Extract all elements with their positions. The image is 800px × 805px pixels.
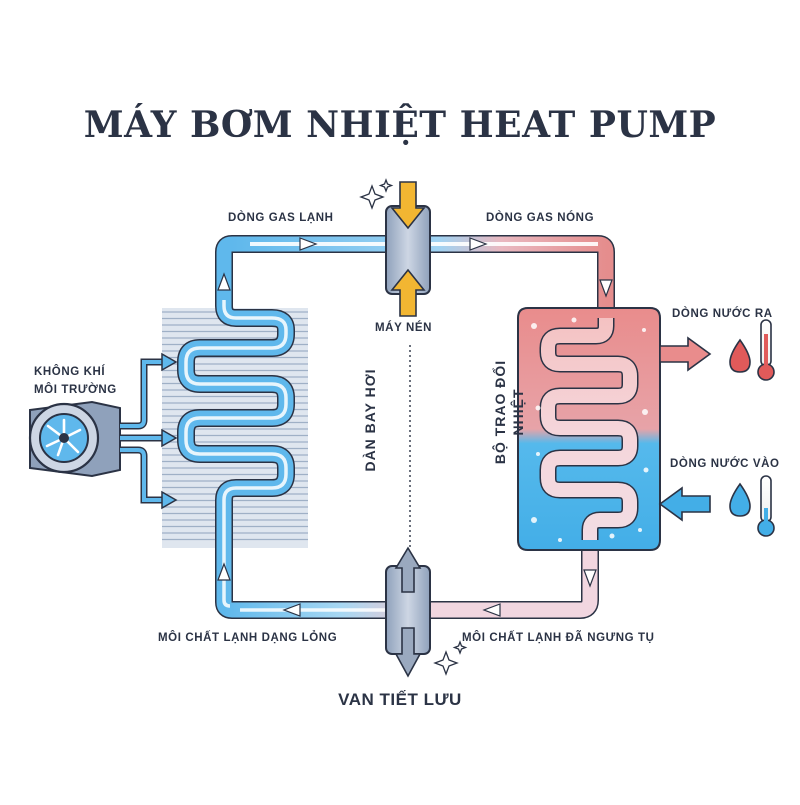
expansion-valve-label: VAN TIẾT LƯU	[338, 690, 462, 709]
compressor-label: MÁY NÉN	[375, 322, 433, 334]
heat-exchanger	[517, 307, 712, 551]
flow-arrows	[217, 237, 613, 617]
water-out-label: DÒNG NƯỚC RA	[672, 308, 773, 320]
refrigerant-loop	[177, 235, 615, 619]
heat-exchanger-label-line1: BỘ TRAO ĐỔI	[492, 359, 508, 465]
page-title: MÁY BƠM NHIỆT HEAT PUMP	[83, 104, 717, 146]
expansion-valve	[385, 546, 431, 678]
condensed-refrigerant-label: MÔI CHẤT LẠNH ĐÃ NGƯNG TỤ	[462, 632, 655, 644]
cold-gas-label: DÒNG GAS LẠNH	[228, 212, 334, 224]
water-drop-icon	[729, 338, 751, 373]
sparkle-icon	[433, 640, 468, 676]
liquid-refrigerant-label: MÔI CHẤT LẠNH DẠNG LỎNG	[158, 632, 338, 644]
fan-icon	[28, 400, 121, 478]
water-drop-icon	[729, 482, 751, 517]
water-in-label: DÒNG NƯỚC VÀO	[670, 458, 780, 470]
air-flow-arrows	[120, 352, 178, 510]
thermometer-icon	[757, 319, 775, 381]
hot-gas-label: DÒNG GAS NÓNG	[486, 212, 595, 224]
heat-exchanger-label-line2: NHIỆT	[510, 388, 526, 436]
compressor	[385, 181, 431, 317]
sparkle-icon	[359, 178, 394, 210]
ambient-air-label-line1: KHÔNG KHÍ	[34, 366, 106, 378]
ambient-air-label-line2: MÔI TRƯỜNG	[34, 384, 117, 396]
evaporator-label: DÀN BAY HƠI	[362, 368, 378, 472]
thermometer-icon	[757, 475, 775, 537]
